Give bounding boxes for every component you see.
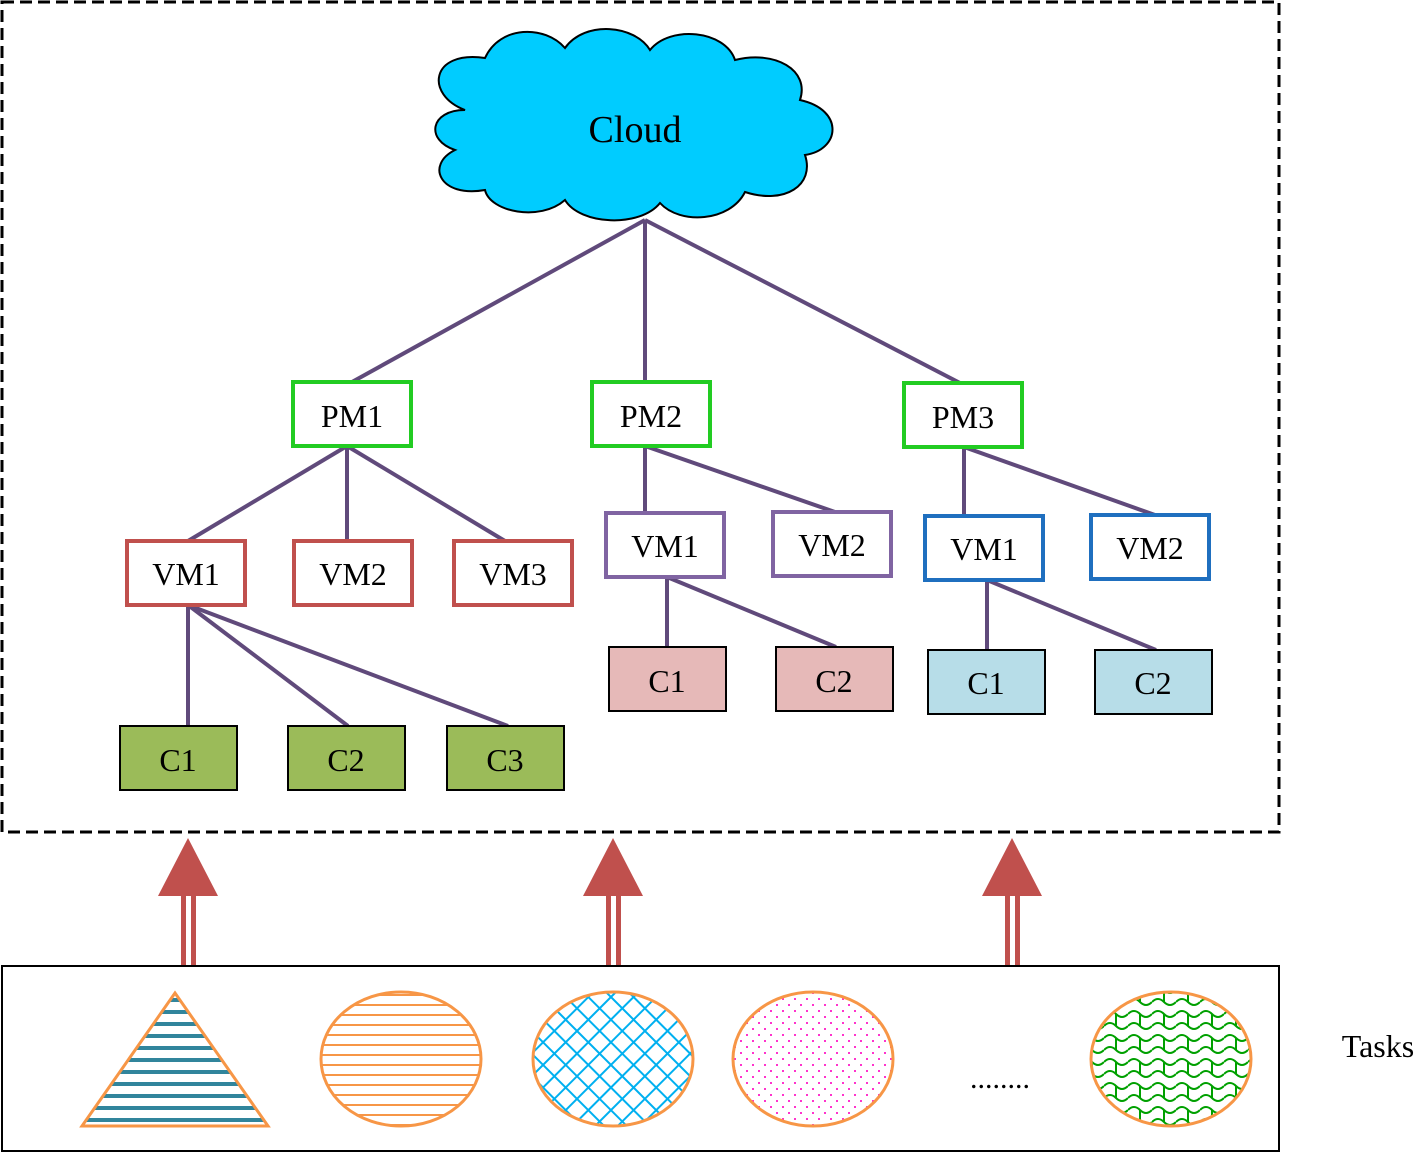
arrow-head [158, 838, 218, 896]
cloud-label: Cloud [589, 109, 682, 151]
vm-label: VM3 [479, 556, 547, 592]
container-label: C3 [486, 742, 523, 778]
cloud-icon [434, 28, 834, 222]
vm-node: VM1 [923, 514, 1045, 582]
vm-node: VM1 [604, 511, 726, 579]
arrow-shaft [616, 896, 621, 966]
task-shapes: ........ [79, 990, 1253, 1128]
connector-line [986, 578, 1157, 652]
task-ellipse-dotted [731, 990, 895, 1128]
connector-line [644, 444, 836, 514]
arrow-shaft [1015, 896, 1020, 966]
vm-box [452, 539, 574, 607]
vm-box [1089, 513, 1211, 581]
pm-label: PM3 [932, 399, 994, 435]
container-label: C1 [159, 742, 196, 778]
arrow-shaft [606, 896, 611, 966]
vm-label: VM2 [319, 556, 387, 592]
container-box [608, 646, 727, 712]
pm-label: PM2 [620, 398, 682, 434]
connector-lines [186, 218, 1157, 728]
container-label: C1 [967, 665, 1004, 701]
arrow-head [982, 838, 1042, 896]
container-box [1094, 649, 1213, 715]
pm-node: PM2 [590, 380, 712, 448]
container-box [927, 649, 1046, 715]
container-box [287, 725, 406, 791]
task-triangle [79, 990, 271, 1128]
pm-box [902, 381, 1024, 449]
cloud-node: Cloud [434, 28, 834, 222]
vm-label: VM2 [798, 527, 866, 563]
machine-nodes: PM1 PM2 PM3 VM1 VM2 VM3 VM1 [119, 380, 1213, 791]
connector-line [644, 218, 961, 385]
container-node: C2 [287, 725, 406, 791]
tasks-label: Tasks [1342, 1028, 1414, 1064]
container-node: C1 [608, 646, 727, 712]
container-node: C3 [446, 725, 565, 791]
container-label: C1 [648, 663, 685, 699]
vm-node: VM1 [125, 539, 247, 607]
arrow-head [583, 838, 643, 896]
vm-node: VM2 [292, 539, 414, 607]
vm-box [923, 514, 1045, 582]
connector-line [351, 218, 646, 384]
pm-label: PM1 [321, 398, 383, 434]
task-ellipse-waves [1089, 990, 1253, 1128]
container-node: C1 [927, 649, 1046, 715]
task-submission-arrows [158, 838, 1042, 966]
container-label: C2 [327, 742, 364, 778]
vm-box [604, 511, 726, 579]
task-ellipse-striped [319, 990, 483, 1128]
container-node: C1 [119, 725, 238, 791]
pm-box [291, 380, 413, 448]
upward-arrow [583, 838, 643, 966]
connector-line [666, 575, 837, 649]
arrow-shaft [181, 896, 186, 966]
arrow-shaft [191, 896, 196, 966]
upward-arrow [158, 838, 218, 966]
connector-line [187, 603, 509, 728]
pm-box [590, 380, 712, 448]
vm-box [292, 539, 414, 607]
vm-label: VM1 [950, 531, 1018, 567]
vm-box [125, 539, 247, 607]
vm-node: VM2 [771, 510, 893, 578]
connector-line [345, 444, 507, 543]
task-ellipse-crosshatch [531, 990, 695, 1128]
pm-node: PM1 [291, 380, 413, 448]
connector-line [963, 445, 1156, 517]
vm-label: VM2 [1116, 530, 1184, 566]
vm-label: VM1 [631, 528, 699, 564]
vm-node: VM3 [452, 539, 574, 607]
container-box [446, 725, 565, 791]
cloud-boundary [0, 0, 1281, 834]
container-node: C2 [775, 646, 894, 712]
connector-line [186, 444, 349, 543]
container-box [119, 725, 238, 791]
pm-node: PM3 [902, 381, 1024, 449]
more-tasks-ellipsis: ........ [970, 1062, 1030, 1095]
vm-label: VM1 [152, 556, 220, 592]
container-node: C2 [1094, 649, 1213, 715]
container-label: C2 [1134, 665, 1171, 701]
arrow-shaft [1005, 896, 1010, 966]
container-label: C2 [815, 663, 852, 699]
connector-line [186, 603, 350, 728]
vm-node: VM2 [1089, 513, 1211, 581]
upward-arrow [982, 838, 1042, 966]
container-box [775, 646, 894, 712]
vm-box [771, 510, 893, 578]
